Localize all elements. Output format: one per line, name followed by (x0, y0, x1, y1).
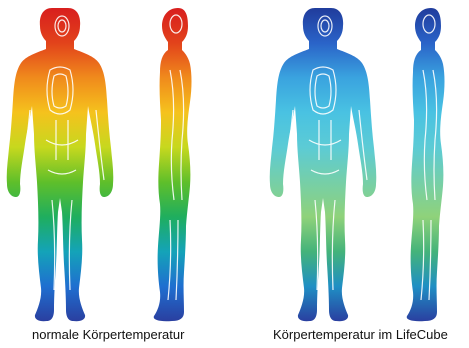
thermal-body-illustration-normal (0, 0, 235, 330)
thermal-body-illustration-lifecube (235, 0, 469, 330)
figure-lifecube-temperature: Körpertemperatur im LifeCube (235, 0, 469, 348)
caption-normal-temperature: normale Körpertemperatur (32, 327, 184, 343)
front-view-body (270, 8, 377, 321)
front-view-body (7, 8, 114, 321)
side-view-body (407, 8, 445, 321)
caption-lifecube-temperature: Körpertemperatur im LifeCube (273, 327, 448, 343)
side-view-body (154, 8, 192, 321)
figure-normal-temperature: normale Körpertemperatur (0, 0, 235, 348)
